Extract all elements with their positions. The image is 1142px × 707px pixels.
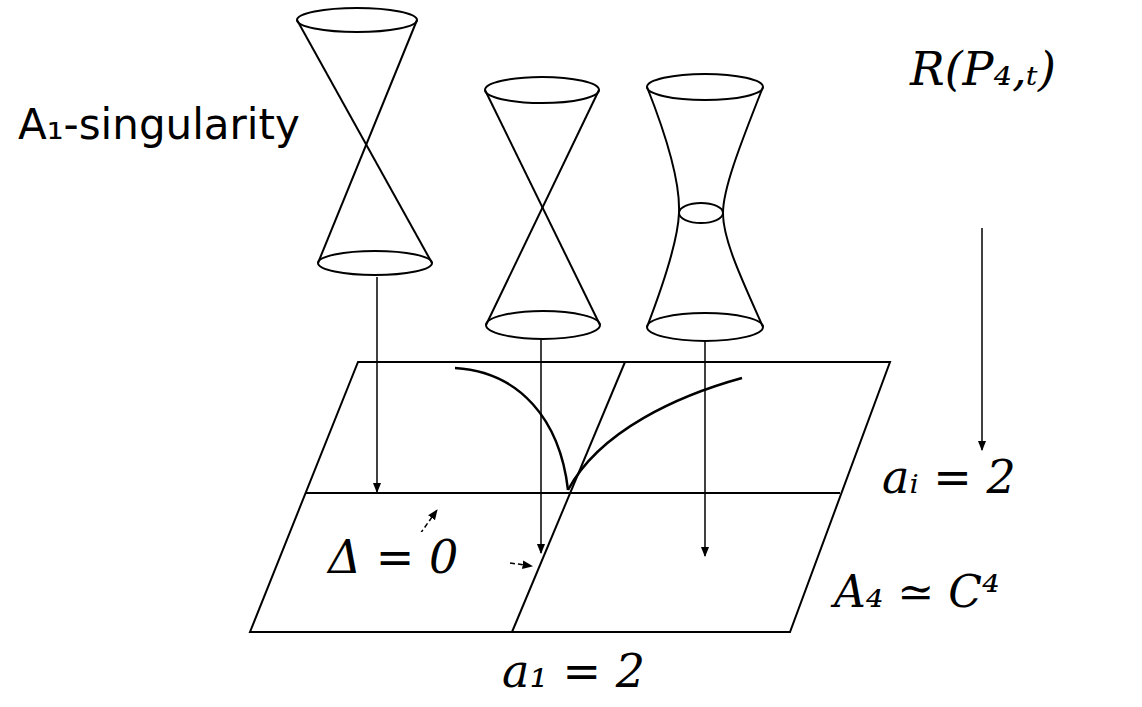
hyperboloid-rim: [647, 74, 763, 100]
cone-rim: [485, 77, 599, 103]
hyperboloid-side: [647, 87, 679, 327]
projection-arrow: [376, 277, 378, 492]
math-label: aᵢ = 2: [880, 452, 1018, 503]
math-label: A₄ ≃ C⁴: [832, 568, 1002, 616]
pointer-arrow: [510, 563, 532, 566]
cone-side: [297, 20, 432, 263]
math-label: A₁-singularity: [16, 102, 302, 148]
cone-rim: [486, 311, 600, 339]
hyperboloid-rim: [647, 313, 763, 341]
ai-line: [305, 492, 840, 494]
a1-line: [512, 362, 625, 632]
pointer-arrow: [420, 510, 437, 534]
discriminant-curve: [568, 378, 742, 490]
projection-arrow: [704, 340, 706, 556]
projection-arrow: [981, 228, 983, 450]
math-label: a₁ = 2: [500, 646, 647, 697]
hyperboloid-side: [723, 87, 763, 327]
math-label: Δ = 0: [326, 532, 460, 583]
parameter-plane: [250, 362, 890, 632]
cone-rim: [297, 8, 417, 32]
hyperboloid-waist: [679, 203, 723, 223]
cone-side: [318, 20, 417, 263]
cone-side: [485, 90, 600, 325]
math-label: R(P₄,ₜ): [908, 44, 1058, 95]
cone-rim: [318, 251, 432, 275]
discriminant-curve: [455, 368, 568, 490]
projection-arrow: [540, 340, 542, 553]
cone-side: [486, 90, 599, 325]
